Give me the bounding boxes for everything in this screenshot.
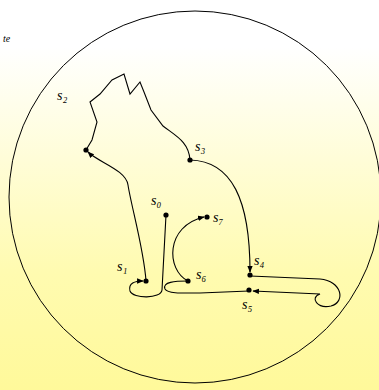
dot bbox=[143, 278, 148, 283]
state-label: s₅ bbox=[242, 297, 252, 313]
state-label: s₁ bbox=[117, 259, 127, 275]
dot bbox=[163, 212, 168, 217]
dot bbox=[204, 214, 209, 219]
curve-s4-s5 bbox=[250, 276, 340, 307]
state-label: s₇ bbox=[213, 210, 223, 226]
dot bbox=[83, 147, 88, 152]
state-label: s₃ bbox=[195, 139, 205, 155]
circle-outline bbox=[9, 11, 379, 383]
state-dots bbox=[83, 147, 252, 292]
state-label: s₂ bbox=[57, 88, 67, 104]
curve-s2-s3 bbox=[86, 74, 190, 160]
state-label: s₄ bbox=[254, 253, 264, 269]
margin-note: te bbox=[3, 33, 10, 45]
dot bbox=[187, 157, 192, 162]
dot bbox=[247, 272, 252, 277]
curve-s6-s5 bbox=[165, 281, 249, 293]
curve-s3-s4 bbox=[190, 160, 250, 272]
curve-s1-s2 bbox=[88, 152, 146, 281]
cat-outline bbox=[86, 74, 340, 307]
dot bbox=[185, 278, 190, 283]
state-label: s₆ bbox=[196, 267, 206, 283]
dot bbox=[246, 287, 251, 292]
state-label: s₀ bbox=[151, 193, 161, 209]
curve-s0-s1 bbox=[130, 215, 166, 297]
